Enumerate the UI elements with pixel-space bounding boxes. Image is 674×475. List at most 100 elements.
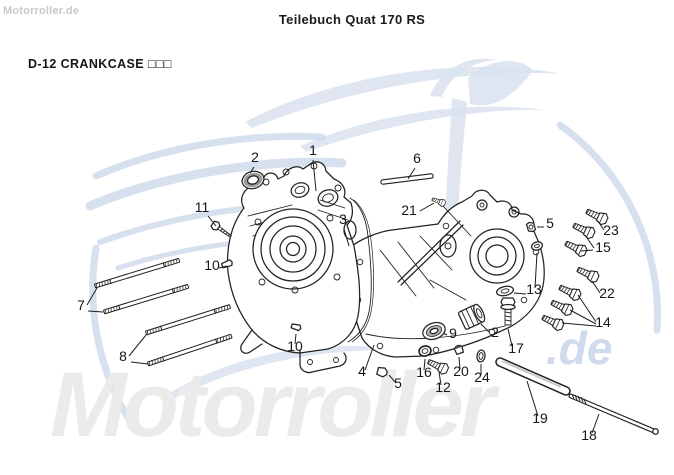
callout-19: 19 xyxy=(532,410,548,426)
callout-12: 12 xyxy=(435,379,451,395)
callout-22: 22 xyxy=(599,285,615,301)
leader-line-7 xyxy=(87,310,104,313)
page-title: Teilebuch Quat 170 RS xyxy=(279,12,425,27)
leader-line-15 xyxy=(580,249,594,252)
callout-5: 5 xyxy=(394,375,402,391)
bearing-2-bottom xyxy=(457,303,486,330)
watermark-figure-curl xyxy=(430,58,496,97)
plug-5-bottom xyxy=(376,366,388,378)
callout-18: 18 xyxy=(581,427,597,443)
callout-13: 13 xyxy=(526,281,542,297)
bolt-14b xyxy=(548,296,575,318)
leader-line-2 xyxy=(480,323,490,333)
leader-line-14 xyxy=(577,294,597,323)
corner-watermark-text: Motorroller.de xyxy=(3,5,79,17)
watermark-figure-flag xyxy=(468,60,533,106)
leader-line-20 xyxy=(458,356,461,370)
callout-20: 20 xyxy=(453,363,469,379)
leader-line-13 xyxy=(513,292,527,295)
leader-line-8 xyxy=(128,334,147,357)
washer-13b xyxy=(496,285,514,297)
watermark-ribbon-1 xyxy=(92,132,326,180)
leader-line-4 xyxy=(364,344,375,371)
leader-line-10 xyxy=(218,265,228,269)
leader-line-9 xyxy=(442,332,448,336)
callout-14: 14 xyxy=(595,314,611,330)
plug-17 xyxy=(500,297,516,326)
clip-10-lower xyxy=(290,323,302,332)
gasket-outline xyxy=(347,197,374,343)
leader-line-8 xyxy=(130,361,149,365)
screw-21 xyxy=(430,195,447,208)
leader-line-12 xyxy=(438,371,442,386)
leader-line-14 xyxy=(569,309,597,325)
watermark-swoosh-bottom xyxy=(165,345,405,400)
callout-2: 2 xyxy=(491,324,499,340)
leader-line-10 xyxy=(294,333,297,345)
washer-24 xyxy=(476,349,486,363)
leader-line-15 xyxy=(584,234,595,249)
callout-10: 10 xyxy=(204,257,220,273)
section-title: D-12 CRANKCASE □□□ xyxy=(28,57,172,71)
watermark-swirl-left xyxy=(89,244,132,422)
callout-21: 21 xyxy=(401,202,417,218)
bolt-15b xyxy=(562,237,589,259)
leader-line-21 xyxy=(419,202,435,212)
leader-line-3 xyxy=(343,228,350,247)
watermark-swirl-right xyxy=(556,121,661,334)
bolt-22 xyxy=(574,263,601,285)
watermark-ribbon-2 xyxy=(85,157,347,211)
callout-24: 24 xyxy=(474,369,490,385)
dowel-rod-6 xyxy=(380,173,434,185)
leader-line-18 xyxy=(591,413,600,434)
callout-9: 9 xyxy=(449,325,457,341)
leader-line-16 xyxy=(423,358,426,371)
leader-line-5 xyxy=(388,374,396,383)
hardware-parts xyxy=(93,170,659,435)
leader-line-23 xyxy=(597,220,605,231)
nut-5-top xyxy=(525,221,537,233)
leader-line-2 xyxy=(249,166,255,174)
callout-17: 17 xyxy=(508,340,524,356)
callout-10: 10 xyxy=(287,338,303,354)
leader-line-17 xyxy=(507,328,513,347)
leader-line-13 xyxy=(534,252,538,289)
crankcase-drawing xyxy=(226,161,545,374)
leader-line-14 xyxy=(561,322,597,327)
screw-21-guide-line xyxy=(442,205,472,237)
leader-line-11 xyxy=(207,215,217,227)
leader-line-6 xyxy=(407,167,416,180)
tube-19 xyxy=(495,357,571,396)
callout-5: 5 xyxy=(546,215,554,231)
callout-3: 3 xyxy=(339,211,347,227)
washer-13a xyxy=(530,241,544,251)
rod-18 xyxy=(568,393,659,435)
leader-line-7 xyxy=(86,287,98,306)
case-bolt-holes-left xyxy=(254,214,341,294)
callout-16: 16 xyxy=(416,364,432,380)
oil-seal-9 xyxy=(422,321,446,341)
watermark-brand-text: Motorroller xyxy=(50,354,500,456)
leader-line-1 xyxy=(312,159,317,192)
callout-4: 4 xyxy=(358,363,366,379)
callout-1: 1 xyxy=(309,142,317,158)
callout-23: 23 xyxy=(603,222,619,238)
stud-7b xyxy=(102,283,190,315)
bottom-bracket xyxy=(299,349,347,374)
bolt-15a xyxy=(570,219,597,241)
callout-15: 15 xyxy=(595,239,611,255)
stud-8a xyxy=(144,303,232,336)
callout-2: 2 xyxy=(251,149,259,165)
crankcase-left-half xyxy=(226,161,361,374)
bolt-14a xyxy=(556,281,583,303)
callout-7: 7 xyxy=(77,297,85,313)
leader-line-19 xyxy=(526,380,539,417)
callout-11: 11 xyxy=(195,199,210,215)
nut-20 xyxy=(453,344,465,356)
callout-8: 8 xyxy=(119,348,127,364)
crankcase-right-half xyxy=(349,189,545,358)
kickstart-shaft-line xyxy=(397,220,464,286)
